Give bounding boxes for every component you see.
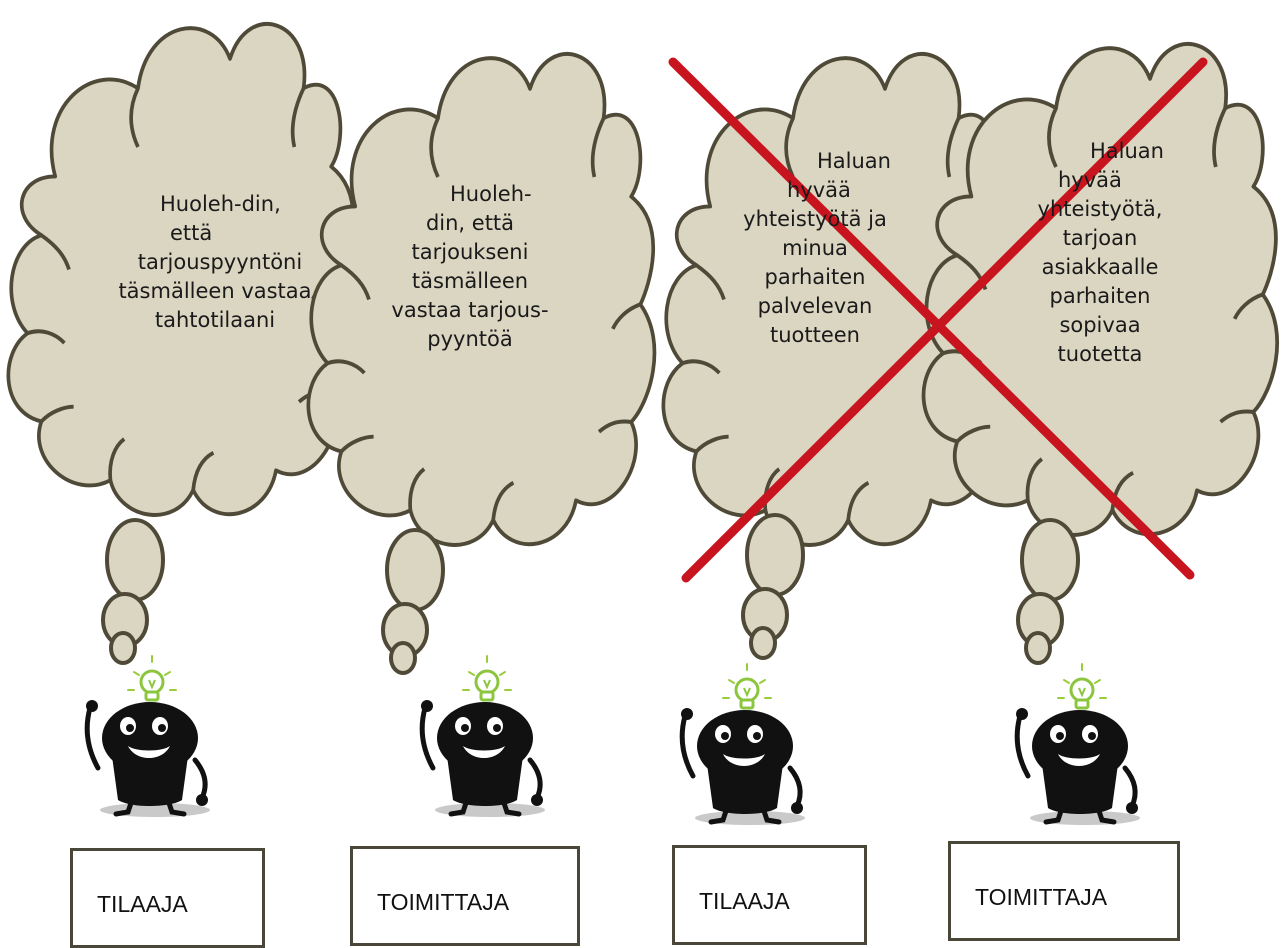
cloud-line: pyyntöä [365,325,575,354]
cloud-line: tuotetta [1000,340,1200,369]
role-label: TOIMITTAJA [377,889,509,916]
cartoon-character-1 [86,656,210,817]
cloud-line: sopivaa [1000,311,1200,340]
role-box-3: TILAAJA [672,845,867,945]
cloud-line: parhaiten [725,263,905,292]
role-label: TILAAJA [699,888,790,915]
cloud-line: parhaiten [1000,282,1200,311]
role-box-2: TOIMITTAJA [350,846,580,946]
cloud-line: Haluan [725,147,905,176]
cloud-line: asiakkaalle [1000,253,1200,282]
cloud-line: että [70,219,340,248]
cloud-line: tahtotilaani [70,306,340,335]
cloud-tail-1 [103,520,163,663]
cloud-text-1: Huoleh-din, että tarjouspyyntöni täsmäll… [70,190,340,335]
cloud-line: tarjoukseni [365,238,575,267]
cloud-text-3: Haluan hyvää yhteistyötä ja minua parhai… [725,147,905,350]
cloud-line: täsmälleen [365,267,575,296]
cloud-tail-4 [1018,520,1078,663]
role-label: TILAAJA [97,891,188,918]
cloud-line: tuotteen [725,321,905,350]
cloud-line: hyvää [1000,166,1200,195]
cloud-line: tarjoan [1000,224,1200,253]
cloud-line: tarjouspyyntöni [70,248,340,277]
cartoon-character-2 [421,656,545,817]
role-box-4: TOIMITTAJA [948,841,1180,941]
cloud-line: Huoleh- [365,180,575,209]
cloud-text-4: Haluan hyvää yhteistyötä, tarjoan asiakk… [1000,137,1200,369]
cloud-line: yhteistyötä, [1000,195,1200,224]
cloud-line: din, että [365,209,575,238]
cloud-tail-2 [383,530,443,673]
cloud-line: palvelevan [725,292,905,321]
role-label: TOIMITTAJA [975,884,1107,911]
cartoon-character-4 [1016,664,1140,825]
role-box-1: TILAAJA [70,848,265,948]
cloud-tail-3 [743,515,803,658]
cloud-line: hyvää [725,176,905,205]
cloud-line: Huoleh-din, [70,190,340,219]
cloud-text-2: Huoleh- din, että tarjoukseni täsmälleen… [365,180,575,354]
cartoon-character-3 [681,664,805,825]
cloud-line: Haluan [1000,137,1200,166]
cloud-line: yhteistyötä ja [725,205,905,234]
cloud-line: vastaa tarjous- [365,296,575,325]
cloud-line: täsmälleen vastaa [70,277,340,306]
cloud-line: minua [725,234,905,263]
